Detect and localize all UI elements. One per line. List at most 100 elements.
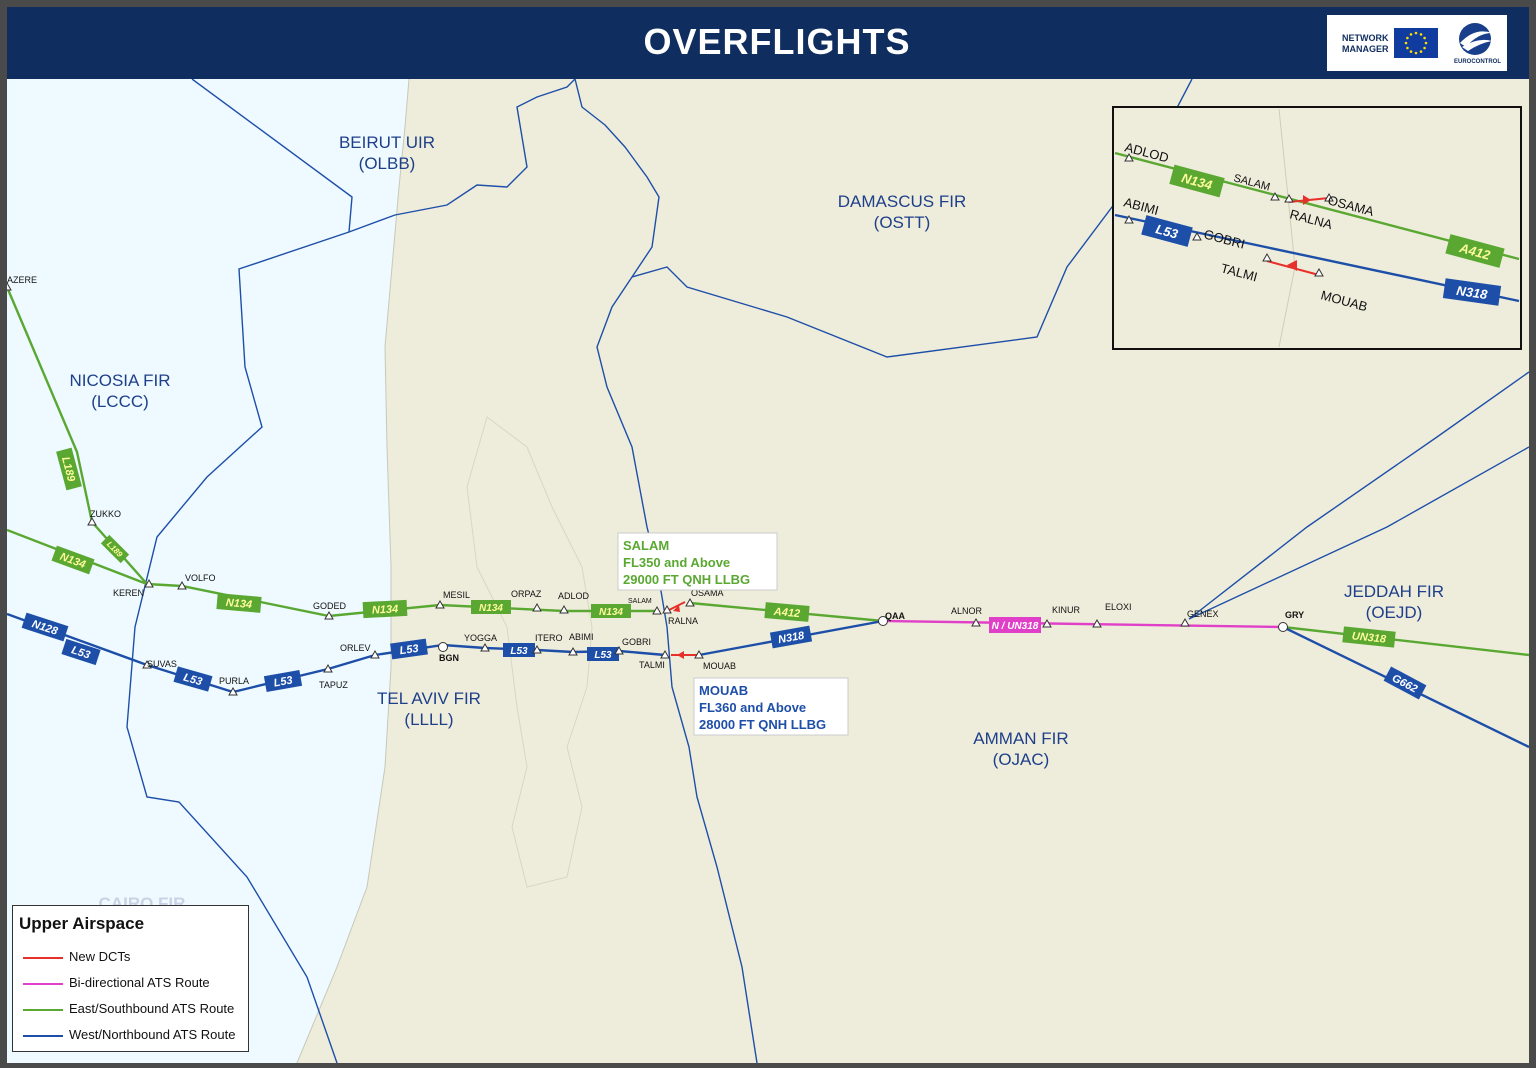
fir-boundary-beirut-west bbox=[348, 79, 576, 233]
waypoint-zukko-icon bbox=[87, 516, 97, 526]
legend-item-new-dcts: New DCTs bbox=[23, 949, 130, 964]
eurocontrol-logo-text: EUROCONTROL bbox=[1454, 59, 1501, 65]
eu-flag-icon bbox=[1394, 28, 1438, 58]
waypoint-label: ZUKKO bbox=[90, 509, 121, 519]
callout-mouab-altitude: 28000 FT QNH LLBG bbox=[699, 717, 826, 732]
route-shield-n128: N128 bbox=[21, 612, 69, 642]
route-shield-l53: L53 bbox=[587, 647, 619, 661]
waypoint-itero-icon bbox=[532, 644, 542, 654]
waypoint-label: QAA bbox=[885, 611, 906, 621]
waypoint-label: PURLA bbox=[219, 676, 249, 686]
route-shield-n134: N134 bbox=[591, 604, 631, 618]
fir-name-amman: AMMAN FIR bbox=[973, 729, 1068, 748]
inset-waypoint-talmi-icon bbox=[1262, 252, 1272, 262]
legend-swatch bbox=[23, 956, 63, 959]
route-shield-l53: L53 bbox=[263, 669, 303, 693]
dct-ralna-osama bbox=[668, 601, 686, 611]
waypoint-label: GODED bbox=[313, 601, 347, 611]
route-shield-n134: N134 bbox=[471, 600, 511, 614]
fir-name-beirut: BEIRUT UIR bbox=[339, 133, 435, 152]
airspace-map: L189 L189 N134 N134 N134 N134 bbox=[7, 79, 1529, 1063]
waypoint-adlod-icon bbox=[559, 604, 569, 614]
waypoint-alnor-icon bbox=[971, 617, 981, 627]
waypoint-label: ORPAZ bbox=[511, 589, 542, 599]
waypoint-label: YOGGA bbox=[464, 633, 497, 643]
fir-code-beirut: (OLBB) bbox=[359, 154, 416, 173]
waypoint-tapuz-icon bbox=[323, 663, 333, 673]
waypoint-azere-icon bbox=[7, 281, 12, 291]
header-bar: OVERFLIGHTS NETWORK MANAGER bbox=[7, 7, 1529, 79]
waypoint-label: TAPUZ bbox=[319, 680, 348, 690]
route-label-l53: L53 bbox=[594, 650, 612, 661]
legend-item-bidirectional: Bi-directional ATS Route bbox=[23, 975, 210, 990]
fir-name-nicosia: NICOSIA FIR bbox=[69, 371, 170, 390]
legend-panel: Upper Airspace New DCTs Bi-directional A… bbox=[12, 905, 249, 1052]
legend-label: West/Northbound ATS Route bbox=[69, 1027, 236, 1042]
route-label-n318: N318 bbox=[777, 630, 806, 647]
route-line-un318 bbox=[1282, 625, 1529, 657]
fir-boundary-beirut-nicosia bbox=[126, 79, 353, 1063]
waypoint-label: OSAMA bbox=[691, 588, 724, 598]
inset-waypoint-abimi-icon bbox=[1124, 214, 1134, 224]
waypoint-label: AZERE bbox=[7, 275, 37, 285]
inset-waypoint-osama-icon bbox=[1324, 192, 1334, 202]
route-shield-g662: G662 bbox=[1383, 666, 1427, 700]
route-label-l53: L53 bbox=[273, 674, 294, 689]
inset-waypoint-mouab-icon bbox=[1314, 267, 1324, 277]
waypoint-label: ELOXI bbox=[1105, 602, 1132, 612]
dct-arrow-icon bbox=[1303, 195, 1311, 205]
fir-code-nicosia: (LCCC) bbox=[91, 392, 149, 411]
network-manager-logo: NETWORK MANAGER bbox=[1342, 33, 1389, 54]
inset-route-shield-l53: L53 bbox=[1141, 215, 1193, 247]
waypoint-label: VOLFO bbox=[185, 573, 216, 583]
fir-name-jeddah: JEDDAH FIR bbox=[1344, 582, 1444, 601]
route-label-n318: N318 bbox=[1455, 283, 1489, 302]
legend-label: East/Southbound ATS Route bbox=[69, 1001, 235, 1016]
fir-boundary-jeddah-east bbox=[1188, 446, 1529, 620]
waypoint-label: GENEX bbox=[1187, 609, 1219, 619]
callout-salam-altitude: 29000 FT QNH LLBG bbox=[623, 572, 750, 587]
waypoint-osama-icon bbox=[685, 597, 695, 607]
route-shield-un318: UN318 bbox=[1342, 626, 1396, 648]
route-label-n134: N134 bbox=[599, 607, 623, 618]
waypoint-volfo-icon bbox=[177, 580, 187, 590]
callout-salam: SALAM FL350 and Above 29000 FT QNH LLBG bbox=[617, 532, 778, 591]
page-title: OVERFLIGHTS bbox=[643, 21, 911, 62]
legend-item-east-southbound: East/Southbound ATS Route bbox=[23, 1001, 234, 1016]
navaid-bgn-icon bbox=[438, 642, 448, 652]
waypoint-mesil-icon bbox=[435, 599, 445, 609]
route-label-n-un318: N / UN318 bbox=[992, 621, 1039, 632]
sea-area bbox=[7, 79, 409, 1063]
waypoint-label: MESIL bbox=[443, 590, 470, 600]
route-label-l53: L53 bbox=[1154, 221, 1180, 241]
route-shield-l53: L53 bbox=[390, 638, 428, 660]
waypoint-orlev-icon bbox=[370, 649, 380, 659]
coastline bbox=[296, 79, 410, 1063]
waypoint-purla-icon bbox=[228, 686, 238, 696]
navaid-qaa-icon bbox=[878, 616, 888, 626]
waypoint-goded-icon bbox=[324, 610, 334, 620]
waypoint-label: ABIMI bbox=[569, 632, 594, 642]
waypoint-label: KINUR bbox=[1052, 605, 1081, 615]
fir-code-jeddah: (OEJD) bbox=[1366, 603, 1423, 622]
inset-route-shield-n318: N318 bbox=[1442, 278, 1502, 306]
dct-arrow-icon bbox=[1287, 260, 1297, 271]
route-label-a412: A412 bbox=[772, 606, 800, 620]
legend-item-west-northbound: West/Northbound ATS Route bbox=[23, 1027, 235, 1042]
fir-boundary-amman-jeddah bbox=[1188, 371, 1529, 620]
inset-waypoint-salam-icon bbox=[1270, 191, 1280, 201]
route-label-n134: N134 bbox=[479, 603, 503, 614]
inset-fir-boundary bbox=[1278, 108, 1296, 348]
waypoint-suvas-icon bbox=[142, 659, 152, 669]
waypoint-label: TALMI bbox=[639, 660, 665, 670]
fir-name-damascus: DAMASCUS FIR bbox=[838, 192, 966, 211]
eurocontrol-logo-icon bbox=[1452, 21, 1498, 65]
inset-waypoint-gobri-icon bbox=[1192, 231, 1202, 241]
route-shield-n-un318: N / UN318 bbox=[989, 617, 1041, 633]
waypoint-label: BGN bbox=[439, 653, 459, 663]
route-shield-l53: L53 bbox=[173, 666, 213, 692]
waypoint-eloxi-icon bbox=[1092, 618, 1102, 628]
waypoint-label: ITERO bbox=[535, 633, 563, 643]
legend-title: Upper Airspace bbox=[19, 914, 145, 933]
route-label-l53: L53 bbox=[399, 643, 419, 658]
